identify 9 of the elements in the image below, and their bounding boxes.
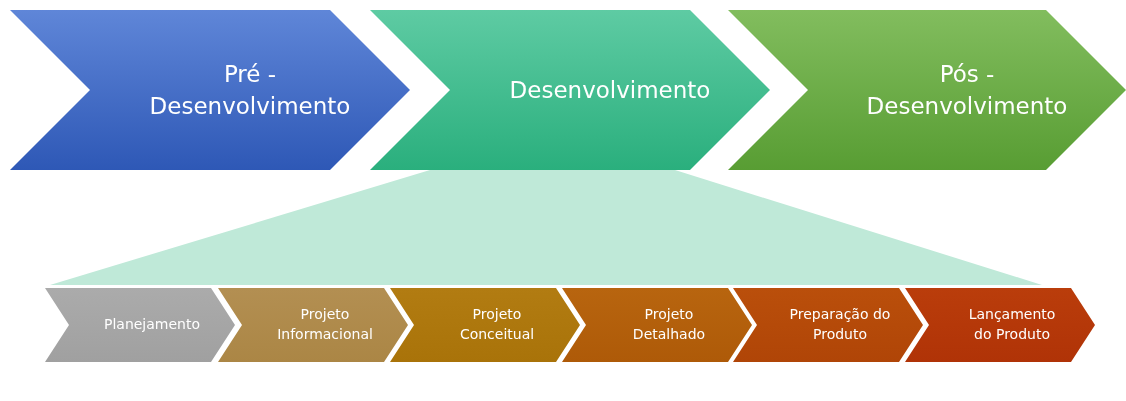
stage-label: Planejamento [102, 315, 201, 335]
stage-label: Desenvolvimento [508, 75, 712, 105]
stage-label: Pós - Desenvolvimento [865, 59, 1069, 121]
stage-label: Projeto Detalhado [631, 305, 707, 344]
stage-label: Pré - Desenvolvimento [148, 59, 352, 121]
stage-label: Projeto Conceitual [458, 305, 536, 344]
stage-label: Projeto Informacional [276, 305, 374, 344]
stage-label: Preparação do Produto [788, 305, 892, 344]
stage-label: Lançamento do Produto [967, 305, 1057, 344]
